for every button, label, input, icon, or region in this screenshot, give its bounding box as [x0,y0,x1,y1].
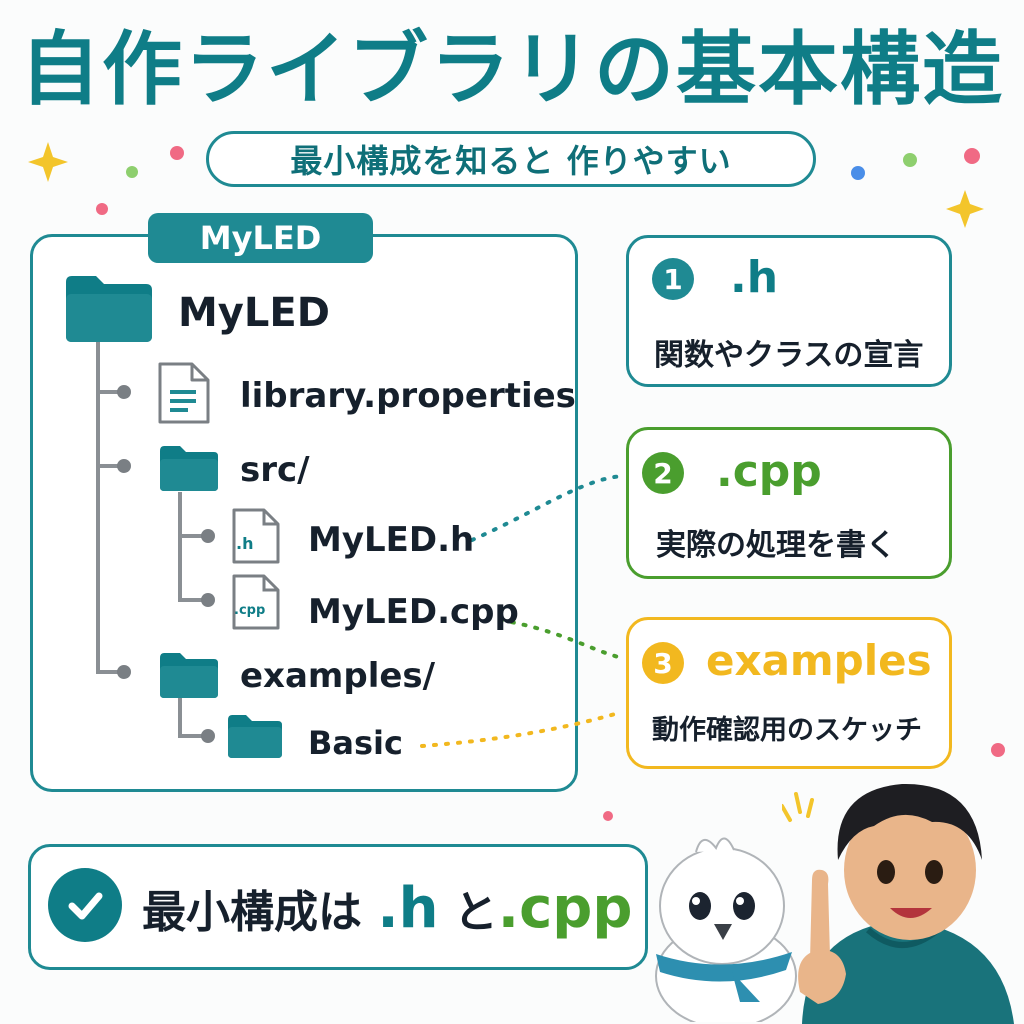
check-icon [48,868,122,942]
bird-mascot-illustration [655,837,797,1022]
summary-text: 最小構成は .h と.cpp [142,876,632,941]
tree-item-header: MyLED.h [308,520,475,560]
tree-tag: MyLED [148,213,373,263]
tree-tag-label: MyLED [199,219,322,257]
tree-item-src: src/ [240,450,310,490]
card-number: 2 [642,452,684,494]
tree-item-properties: library.properties [240,376,576,416]
summary-prefix: 最小構成は [142,887,362,938]
page-title: 自作ライブラリの基本構造 [20,23,1004,116]
card-description: 関数やクラスの宣言 [654,338,924,373]
source-file-icon [232,574,280,630]
folder-icon [66,276,152,342]
folder-icon [228,715,282,758]
header-file-icon-text: .h [236,534,254,553]
card-description: 実際の処理を書く [656,528,896,563]
card-number: 1 [652,258,694,300]
tree-item-examples: examples/ [240,656,436,696]
summary-panel [28,844,648,970]
summary-cpp: .cpp [497,876,633,941]
source-file-icon-text: .cpp [234,603,266,618]
subtitle-pill: 最小構成を知ると 作りやすい [206,131,816,187]
summary-h: .h [377,876,439,941]
card-source-file [626,427,952,579]
folder-icon [160,446,218,491]
card-description: 動作確認用のスケッチ [652,715,922,746]
tree-item-source: MyLED.cpp [308,592,519,632]
tree-root-label: MyLED [178,290,330,336]
card-heading: examples [706,636,932,685]
subtitle-text: 最小構成を知ると 作りやすい [290,142,732,180]
document-icon [158,362,210,424]
card-number: 3 [642,642,684,684]
card-heading: .h [730,252,779,303]
folder-icon [160,653,218,698]
boy-illustration [782,783,1014,1024]
header-file-icon [232,508,280,564]
tree-item-basic: Basic [308,724,403,762]
card-heading: .cpp [716,446,822,497]
summary-middle: と [453,887,498,938]
card-examples [626,617,952,769]
